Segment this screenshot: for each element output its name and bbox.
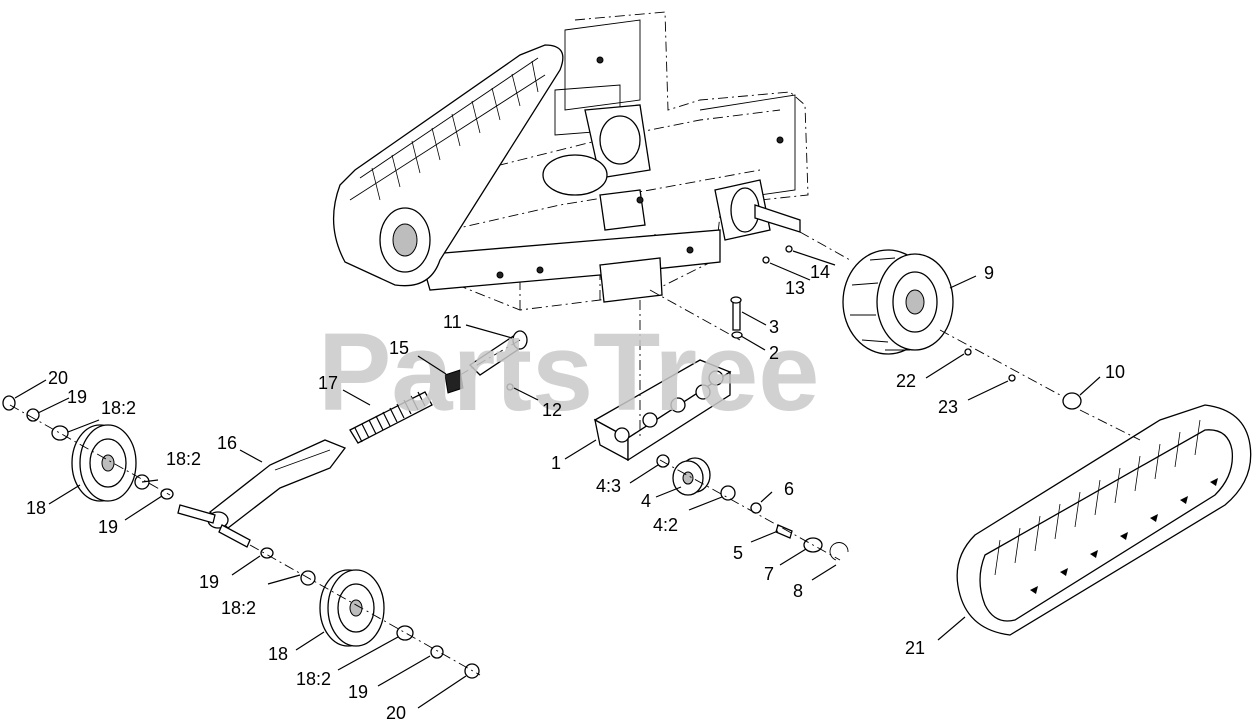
machine-frame xyxy=(419,11,809,311)
callout-6: 6 xyxy=(784,479,794,499)
spring xyxy=(349,391,433,444)
callout-22: 22 xyxy=(896,371,916,391)
callout-18-2-b: 18:2 xyxy=(101,398,136,418)
track-frame-parts xyxy=(349,231,1141,561)
callout-14: 14 xyxy=(810,262,830,282)
callout-4: 4 xyxy=(641,491,651,511)
callout-4-3: 4:3 xyxy=(596,476,621,496)
callout-19-d: 19 xyxy=(348,682,368,702)
callout-19-c: 19 xyxy=(199,572,219,592)
drive-sprocket-wheel xyxy=(842,249,1082,410)
right-track xyxy=(956,404,1252,636)
callout-1: 1 xyxy=(551,453,561,473)
callout-18-2-c: 18:2 xyxy=(221,598,256,618)
callout-8: 8 xyxy=(793,581,803,601)
callout-18-lower: 18 xyxy=(268,644,288,664)
leader-lines xyxy=(14,250,1101,709)
callout-labels: 1 2 3 4 4:2 4:3 5 6 7 8 9 10 11 12 13 14… xyxy=(26,262,1125,723)
callout-3: 3 xyxy=(769,317,779,337)
left-track-assembly xyxy=(332,44,564,287)
callout-2: 2 xyxy=(769,343,779,363)
callout-21: 21 xyxy=(905,638,925,658)
callout-9: 9 xyxy=(984,263,994,283)
callout-23: 23 xyxy=(938,397,958,417)
callout-20-b: 20 xyxy=(386,703,406,723)
callout-13: 13 xyxy=(785,278,805,298)
callout-10: 10 xyxy=(1105,362,1125,382)
callout-19-a: 19 xyxy=(98,517,118,537)
callout-20-a: 20 xyxy=(48,368,68,388)
callout-15: 15 xyxy=(389,338,409,358)
callout-4-2: 4:2 xyxy=(653,515,678,535)
callout-19-b: 19 xyxy=(67,387,87,407)
callout-18-2-a: 18:2 xyxy=(166,449,201,469)
callout-12: 12 xyxy=(542,400,562,420)
idler-assembly xyxy=(2,395,481,679)
callout-18-2-d: 18:2 xyxy=(296,669,331,689)
callout-7: 7 xyxy=(764,564,774,584)
callout-18-upper: 18 xyxy=(26,498,46,518)
callout-16: 16 xyxy=(217,433,237,453)
callout-5: 5 xyxy=(733,543,743,563)
watermark: PartsTree xyxy=(318,311,819,434)
callout-17: 17 xyxy=(318,373,338,393)
callout-11: 11 xyxy=(443,312,462,332)
